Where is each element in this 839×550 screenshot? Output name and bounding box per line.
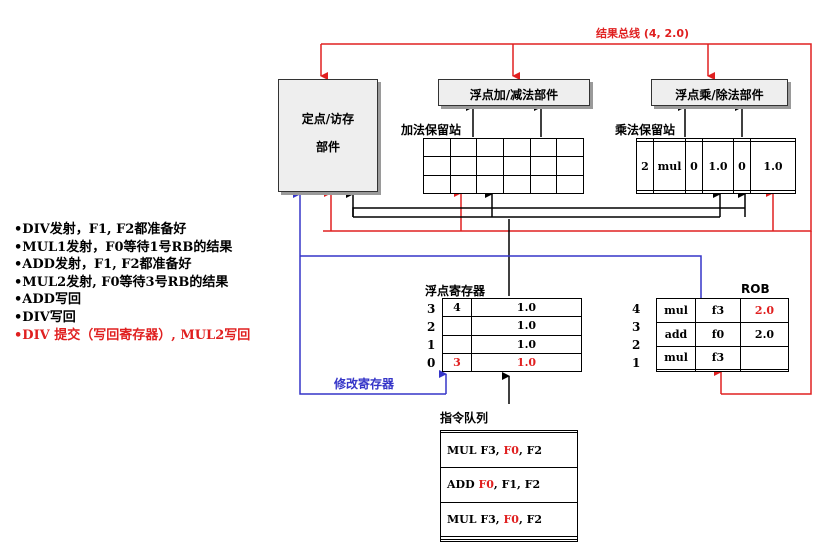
rob-value	[740, 345, 789, 371]
rob-label: ROB	[741, 282, 770, 296]
reg-index: 3	[427, 302, 436, 316]
rob-index: 4	[632, 302, 641, 316]
fixed-unit-line1: 定点/访存	[301, 112, 355, 126]
rob-value	[740, 369, 789, 372]
add-reservation-station-label: 加法保留站	[401, 123, 462, 137]
event-notes: •DIV发射，F1, F2都准备好 •MUL1发射，F0等待1号RB的结果 •A…	[14, 221, 284, 344]
rob-op: mul	[656, 345, 696, 371]
table-row	[636, 189, 796, 195]
fixed-unit-line2: 部件	[315, 140, 340, 154]
reg-tag: 4	[442, 297, 472, 318]
note-item: •DIV写回	[14, 309, 76, 325]
rob-op: add	[656, 321, 696, 347]
rob-value: 2.0	[740, 321, 789, 347]
reg-value: 1.0	[471, 316, 582, 336]
reg-tag: 3	[442, 352, 472, 373]
rob-index: 2	[632, 338, 641, 352]
note-item: •MUL1发射，F0等待1号RB的结果	[14, 239, 233, 255]
reg-tag	[442, 316, 472, 336]
rob-index: 3	[632, 320, 641, 334]
fp-add-unit-label: 浮点加/减法部件	[469, 88, 559, 102]
table-row	[440, 535, 578, 540]
rob-value: 2.0	[740, 298, 789, 323]
mul-reservation-station: 2 mul 0 1.0 0 1.0	[636, 137, 796, 195]
result-bus	[320, 43, 812, 395]
rob-dest: f0	[695, 321, 741, 347]
result-bus-label: 结果总线 (4, 2.0)	[596, 27, 690, 40]
note-item: •ADD写回	[14, 292, 81, 308]
note-item: •MUL2发射, F0等待3号RB的结果	[14, 274, 229, 290]
table-row: MUL F3, F0, F2	[440, 501, 578, 538]
rs-cell: 0	[733, 141, 751, 191]
fp-mul-unit: 浮点乘/除法部件	[651, 79, 788, 106]
note-item: •ADD发射，F1, F2都准备好	[14, 257, 192, 273]
table-row: 1.0	[442, 316, 582, 336]
reg-value: 1.0	[471, 334, 582, 354]
rs-cell: 1.0	[750, 141, 796, 191]
mul-reservation-station-label: 乘法保留站	[615, 123, 676, 137]
operand-paths	[346, 103, 746, 404]
add-reservation-station	[423, 137, 584, 195]
note-highlight: •DIV 提交（写回寄存器）, MUL2写回	[14, 327, 251, 343]
fp-register-label: 浮点寄存器	[425, 284, 486, 298]
table-row: ADD F0, F1, F2	[440, 466, 578, 503]
rob-dest	[695, 369, 741, 372]
table-row	[423, 156, 584, 176]
rs-cell: mul	[653, 141, 686, 191]
instruction-queue-label: 指令队列	[440, 411, 489, 425]
table-row	[440, 538, 578, 542]
rob-op	[656, 369, 696, 372]
instruction-queue: MUL F3, F0, F2 ADD F0, F1, F2 MUL F3, F0…	[440, 429, 578, 542]
reg-index: 0	[427, 356, 436, 370]
reg-value: 1.0	[471, 297, 582, 318]
table-row: 2 mul 0 1.0 0 1.0	[636, 141, 796, 191]
table-row: 1.0	[442, 334, 582, 354]
rob-op: mul	[656, 298, 696, 323]
rob-dest: f3	[695, 298, 741, 323]
note-item: •DIV发射，F1, F2都准备好	[14, 222, 187, 237]
queue-entry: ADD F0, F1, F2	[440, 466, 578, 503]
reg-value: 1.0	[471, 352, 582, 373]
queue-entry: MUL F3, F0, F2	[440, 501, 578, 538]
rob-dest: f3	[695, 345, 741, 371]
table-row	[423, 174, 584, 195]
rs-cell: 2	[636, 141, 654, 191]
fp-mul-unit-label: 浮点乘/除法部件	[675, 88, 764, 102]
table-row	[423, 137, 584, 158]
rob-index: 1	[632, 356, 641, 370]
rs-cell: 1.0	[702, 141, 734, 191]
reg-index: 2	[427, 320, 436, 334]
reg-tag	[442, 334, 472, 354]
fp-add-unit: 浮点加/减法部件	[438, 79, 590, 106]
reg-index: 1	[427, 338, 436, 352]
queue-entry: MUL F3, F0, F2	[440, 432, 578, 468]
table-row: MUL F3, F0, F2	[440, 432, 578, 468]
rs-cell: 0	[685, 141, 703, 191]
fixed-point-memory-unit: 定点/访存 部件	[278, 79, 378, 192]
table-row	[636, 137, 796, 143]
modify-register-path	[293, 190, 702, 395]
modify-register-label: 修改寄存器	[334, 377, 395, 391]
table-row	[440, 429, 578, 434]
table-row	[656, 369, 789, 372]
